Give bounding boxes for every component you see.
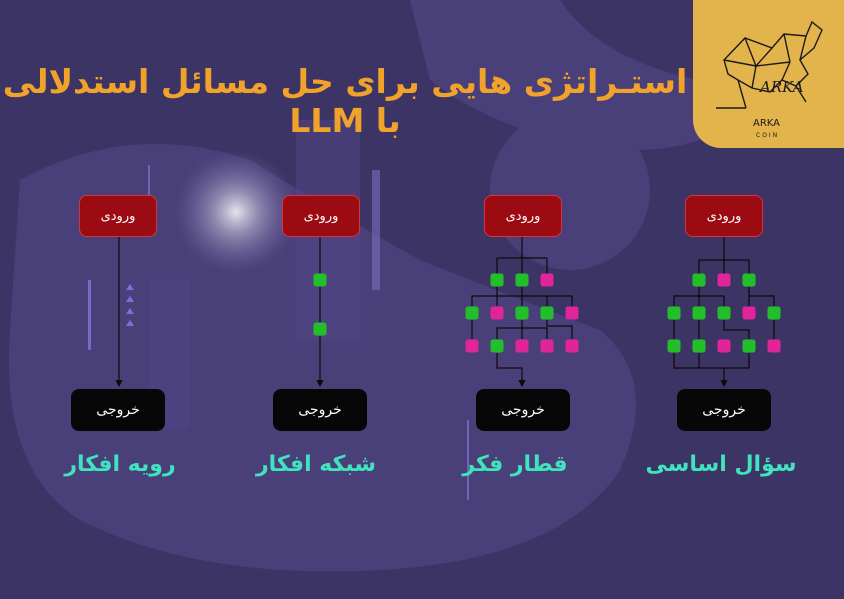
logo-card [693, 0, 844, 148]
output-node-procedure-of-thoughts: خروجی [71, 389, 165, 431]
thought-node-discarded [490, 306, 504, 320]
input-node-basic-question: ورودی [685, 195, 763, 237]
label-network-of-thoughts: شبکه افکار [255, 452, 377, 477]
thought-node-selected [767, 306, 781, 320]
thought-node-discarded [565, 306, 579, 320]
thought-node-selected [692, 306, 706, 320]
svg-text:ARKA: ARKA [753, 118, 780, 129]
thought-node-selected [515, 273, 529, 287]
label-basic-question: سؤال اساسی [645, 452, 797, 477]
thought-node-selected [465, 306, 479, 320]
thought-node-discarded [767, 339, 781, 353]
output-node-train-of-thought: خروجی [476, 389, 570, 431]
thought-node-selected [667, 306, 681, 320]
thought-node-discarded [717, 339, 731, 353]
thought-node-discarded [515, 339, 529, 353]
basic-connector [724, 353, 750, 369]
train-connector [496, 353, 526, 388]
thought-node-selected [313, 322, 327, 336]
train-connector [471, 287, 498, 306]
logo-text: ARKA [758, 78, 804, 96]
train-connector [522, 327, 548, 339]
thought-node-discarded [465, 339, 479, 353]
train-connector [546, 320, 573, 339]
thought-node-selected [692, 339, 706, 353]
thought-node-discarded [540, 273, 554, 287]
thought-node-selected [540, 306, 554, 320]
thought-node-selected [717, 306, 731, 320]
thought-node-selected [692, 273, 706, 287]
basic-connector [723, 320, 750, 339]
thought-node-selected [667, 339, 681, 353]
thought-node-discarded [742, 306, 756, 320]
label-train-of-thought: قطار فکر [462, 452, 568, 477]
output-node-network-of-thoughts: خروجی [273, 389, 367, 431]
train-connector [521, 287, 548, 306]
train-connector [547, 295, 573, 306]
svg-text:COIN: COIN [756, 132, 779, 139]
train-connector [496, 320, 523, 339]
arka-logo: ARKA ARKA COIN [716, 20, 823, 139]
basic-connector [748, 287, 775, 306]
thought-node-selected [490, 339, 504, 353]
input-node-train-of-thought: ورودی [484, 195, 562, 237]
page-title: استـراتژی هایی برای حل مسائل استدلالی با… [2, 62, 688, 140]
input-node-network-of-thoughts: ورودی [282, 195, 360, 237]
input-node-procedure-of-thoughts: ورودی [79, 195, 157, 237]
train-connector [497, 295, 523, 306]
label-procedure-of-thoughts: رویه افکار [64, 452, 176, 477]
thought-node-discarded [717, 273, 731, 287]
thought-node-discarded [565, 339, 579, 353]
thought-node-selected [742, 339, 756, 353]
thought-node-selected [313, 273, 327, 287]
basic-connector [673, 287, 700, 306]
thought-node-discarded [540, 339, 554, 353]
output-node-basic-question: خروجی [677, 389, 771, 431]
thought-node-selected [490, 273, 504, 287]
thought-node-selected [742, 273, 756, 287]
thought-node-selected [515, 306, 529, 320]
basic-connector [699, 295, 725, 306]
